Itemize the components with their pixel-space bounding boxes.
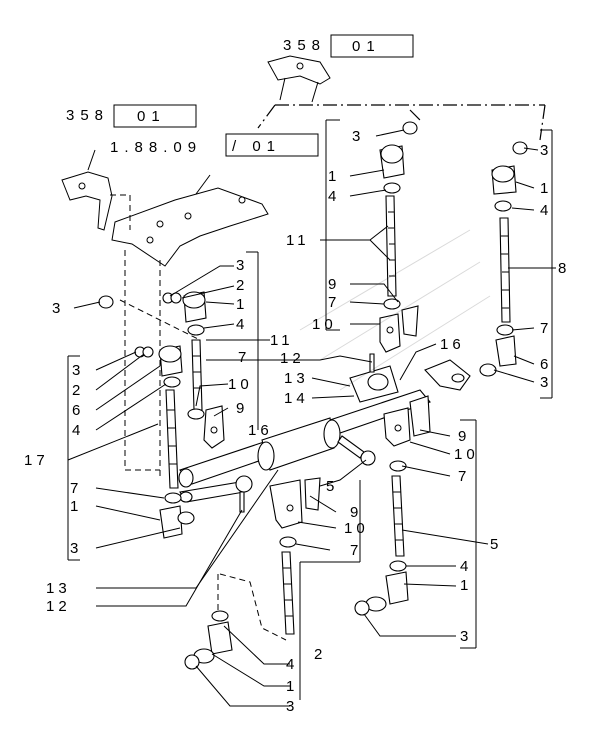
callout-6: 6 (540, 356, 552, 373)
callout-4: 4 (72, 422, 84, 439)
callout-1: 1 (70, 498, 82, 515)
ref-top-number: 358 (283, 37, 326, 54)
callout-10: 10 (312, 316, 337, 333)
callout-11: 11 (286, 232, 310, 249)
watermark-hatch (299, 229, 491, 391)
callout-3: 3 (540, 374, 552, 391)
top-bracket (267, 55, 331, 103)
left-bracket (61, 149, 113, 231)
callout-17: 17 (24, 452, 49, 469)
rod-17 (158, 345, 195, 539)
callout-14: 14 (284, 390, 309, 407)
bracket-2-group (299, 480, 361, 700)
callout-labels: 3 3 1 4 1 4 11 8 3 2 1 4 9 7 10 7 6 3 3 … (24, 128, 570, 715)
callout-5: 5 (326, 478, 338, 495)
callout-3: 3 (352, 128, 364, 145)
callout-16: 16 (440, 336, 465, 353)
ref-group-number: 1.88.09 (110, 139, 202, 156)
callout-3: 3 (72, 362, 84, 379)
callout-12: 12 (280, 350, 305, 367)
callout-9: 9 (328, 276, 340, 293)
ball-nut-3a (402, 121, 418, 135)
bracket-mid-group (246, 251, 259, 430)
callout-4: 4 (540, 202, 552, 219)
rod-5 (354, 460, 409, 616)
callout-1: 1 (286, 678, 298, 695)
shaft-lever-left (203, 405, 321, 529)
bracket-11-group (325, 119, 340, 331)
callout-3: 3 (540, 142, 552, 159)
callout-4: 4 (328, 188, 340, 205)
callout-1: 1 (328, 168, 340, 185)
callout-7: 7 (328, 294, 340, 311)
callout-3: 3 (286, 698, 298, 715)
callout-9: 9 (458, 428, 470, 445)
callout-8: 8 (558, 260, 570, 277)
rod-11-top (379, 144, 405, 310)
pin-12b (239, 491, 245, 513)
callout-10: 10 (454, 446, 479, 463)
ref-top-box-text: 01 (352, 38, 381, 55)
callout-2: 2 (314, 646, 326, 663)
ref-left-box-text: 01 (137, 108, 166, 125)
bracket-8-group (540, 129, 553, 399)
callout-2: 2 (236, 277, 248, 294)
callout-1: 1 (540, 180, 552, 197)
bracket-5-group (460, 419, 477, 649)
bracket-17-group (67, 355, 80, 561)
callout-7: 7 (350, 542, 362, 559)
ref-top-box (330, 34, 414, 58)
callout-3: 3 (460, 628, 472, 645)
callout-7: 7 (458, 468, 470, 485)
callout-7: 7 (540, 320, 552, 337)
callout-5: 5 (490, 536, 502, 553)
callout-1: 1 (460, 577, 472, 594)
callout-2: 2 (72, 382, 84, 399)
rod-8 (479, 165, 517, 377)
cross-shaft (178, 359, 471, 503)
bolt-5 (337, 435, 365, 459)
callout-3: 3 (52, 300, 64, 317)
callout-7: 7 (70, 480, 82, 497)
callout-12: 12 (46, 598, 71, 615)
leader-lines (67, 129, 556, 707)
rod-11-mid (182, 291, 207, 420)
callout-3: 3 (236, 257, 248, 274)
ref-group-box (225, 133, 319, 157)
callout-10: 10 (228, 376, 253, 393)
callout-6: 6 (72, 402, 84, 419)
ref-left-box (113, 104, 197, 128)
callout-13: 13 (46, 580, 71, 597)
pin-12 (369, 353, 375, 373)
rod-2 (184, 536, 297, 670)
callout-4: 4 (460, 558, 472, 575)
callout-1: 1 (236, 296, 248, 313)
callout-4: 4 (286, 656, 298, 673)
ref-group-box-text: / 01 (232, 138, 281, 155)
callout-7: 7 (238, 349, 250, 366)
callout-9: 9 (236, 400, 248, 417)
callout-10: 10 (344, 520, 369, 537)
callout-4: 4 (236, 316, 248, 333)
ref-left-number: 358 (66, 107, 109, 124)
shaft-lever-right (379, 305, 431, 447)
ball-nut-3c (98, 295, 114, 309)
callout-16: 16 (248, 422, 273, 439)
callout-3: 3 (70, 540, 82, 557)
callout-11: 11 (270, 332, 294, 349)
mounting-plate (111, 174, 269, 267)
callout-13: 13 (284, 370, 309, 387)
callout-9: 9 (350, 504, 362, 521)
